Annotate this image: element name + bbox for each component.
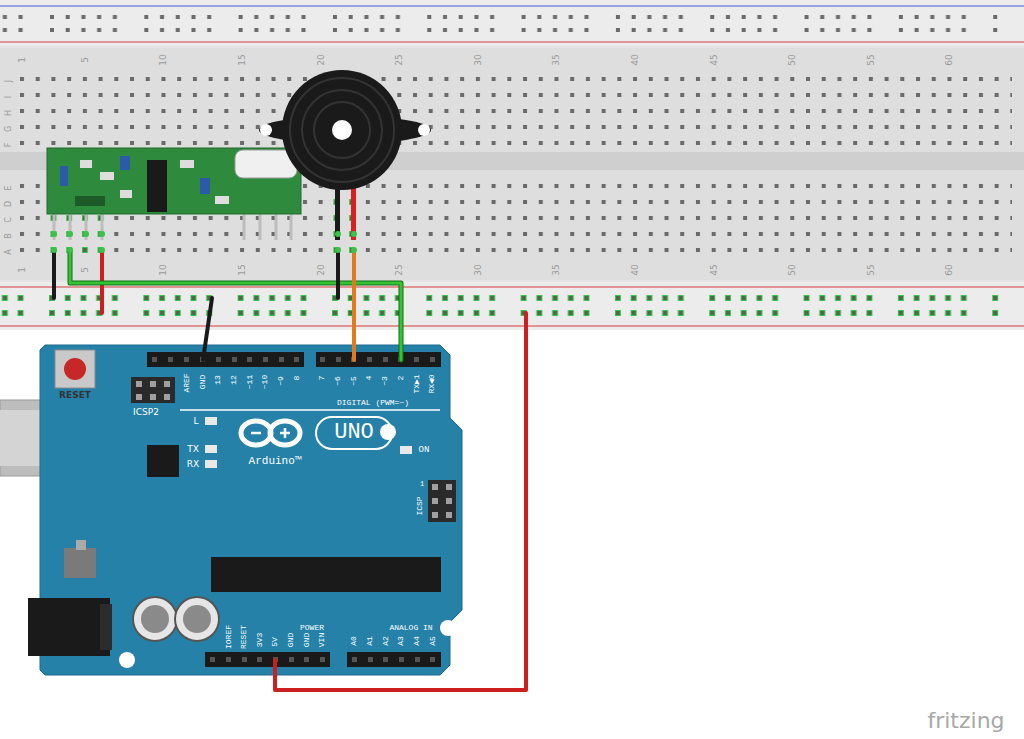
- board-label: RESET: [240, 625, 248, 649]
- board-label: ICSP2: [133, 408, 159, 417]
- board-label: 3V3: [256, 633, 264, 647]
- board-label: GND: [303, 633, 311, 647]
- column-number: 1: [18, 267, 27, 273]
- row-letter: B: [5, 233, 13, 239]
- board-label: 5V: [271, 637, 279, 647]
- board-label: 8: [293, 376, 301, 381]
- board-label: 1: [420, 481, 424, 488]
- column-number: 20: [316, 54, 325, 65]
- row-letter: A: [5, 249, 13, 254]
- board-label: RESET: [59, 391, 91, 400]
- column-number: 15: [238, 264, 247, 275]
- board-label: TX: [187, 445, 199, 454]
- column-number: 30: [473, 264, 482, 275]
- column-number: 40: [631, 54, 640, 65]
- column-number: 45: [709, 264, 718, 275]
- board-label: AREF: [183, 373, 191, 392]
- board-label: DIGITAL (PWM=~): [337, 399, 409, 407]
- board-label: A1: [366, 636, 374, 646]
- column-number: 35: [552, 54, 561, 65]
- board-label: A2: [382, 636, 390, 646]
- row-letter: H: [5, 110, 13, 116]
- column-number: 60: [945, 54, 954, 65]
- board-label: RX: [187, 460, 199, 469]
- board-label: 2: [397, 376, 405, 381]
- column-number: 5: [80, 57, 89, 63]
- board-label: 7: [318, 376, 326, 381]
- column-number: 35: [552, 264, 561, 275]
- column-number: 25: [395, 264, 404, 275]
- row-letter: C: [5, 217, 13, 223]
- board-label: POWER: [300, 624, 324, 632]
- board-label: A4: [413, 636, 421, 646]
- board-label: ~11: [246, 375, 254, 389]
- board-label: L: [193, 417, 198, 426]
- column-number: 25: [395, 54, 404, 65]
- board-label: 13: [214, 375, 222, 385]
- board-label: IOREF: [225, 625, 233, 649]
- column-number: 20: [316, 264, 325, 275]
- column-number: 50: [788, 264, 797, 275]
- column-number: 15: [238, 54, 247, 65]
- column-number: 10: [159, 54, 168, 65]
- board-label: A5: [429, 636, 437, 646]
- row-letter: E: [5, 185, 13, 190]
- board-label: VIN: [318, 633, 326, 647]
- watermark: fritzing: [927, 710, 1004, 732]
- row-letter: G: [5, 126, 13, 132]
- board-label: GND: [199, 375, 207, 389]
- board-label: ~10: [261, 375, 269, 389]
- column-number: 1: [18, 57, 27, 63]
- board-label: A3: [397, 636, 405, 646]
- board-label: ANALOG IN: [389, 624, 432, 632]
- board-label: ~5: [350, 376, 358, 386]
- board-label: ICSP: [416, 496, 424, 515]
- column-number: 30: [473, 54, 482, 65]
- board-label: GND: [287, 633, 295, 647]
- column-number: 55: [866, 264, 875, 275]
- board-label: ~3: [381, 376, 389, 386]
- column-number: 55: [866, 54, 875, 65]
- board-label: Arduino™: [249, 456, 302, 467]
- board-label: ~6: [334, 376, 342, 386]
- board-label: ON: [419, 446, 430, 455]
- board-label: 4: [365, 376, 373, 381]
- column-number: 5: [80, 267, 89, 273]
- row-letter: J: [5, 80, 13, 82]
- board-label: A0: [350, 636, 358, 646]
- board-label: 12: [230, 375, 238, 385]
- column-number: 50: [788, 54, 797, 65]
- column-number: 10: [159, 264, 168, 275]
- row-letter: I: [5, 96, 13, 98]
- board-label: UNO: [334, 422, 374, 444]
- column-number: 45: [709, 54, 718, 65]
- row-letter: F: [5, 143, 13, 148]
- row-letter: D: [5, 201, 13, 207]
- column-number: 60: [945, 264, 954, 275]
- board-label: RX◀0: [428, 374, 436, 393]
- board-label: ~9: [277, 376, 285, 386]
- column-number: 40: [631, 264, 640, 275]
- board-label: TX▶1: [413, 374, 421, 393]
